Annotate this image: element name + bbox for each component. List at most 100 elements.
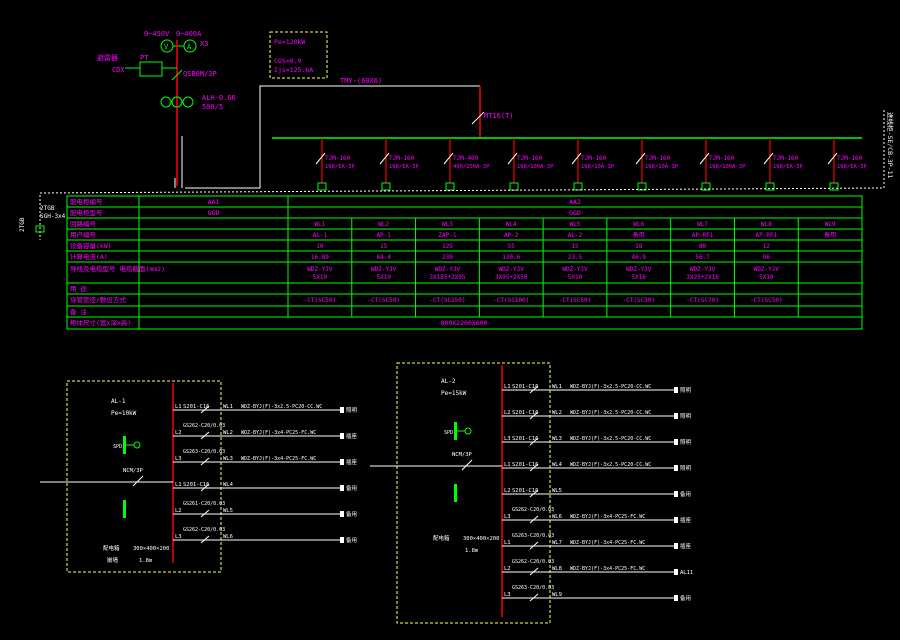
cable-model-3: WDZ-YJV <box>435 266 461 273</box>
panel-b-circuit-breaker-icon-7 <box>529 541 539 550</box>
panel-a-breaker-model-5: GS261-C20/0.03 <box>183 501 225 507</box>
panel-a-load-6: 备用 <box>346 536 357 544</box>
panel-b-circuit-number-4: WL4 <box>552 462 563 468</box>
breaker-model-2: TJM-160 <box>389 155 415 162</box>
panel-a-load-terminal-icon-5 <box>340 511 344 517</box>
ammeter-icon-glyph: A <box>187 43 192 51</box>
capacity-5: 15 <box>571 243 579 250</box>
feeder-terminal-icon-3 <box>445 182 455 191</box>
panel-b-phase-5: L2 <box>504 488 511 494</box>
user-number-6: 备用 <box>633 231 645 239</box>
breaker-rating-6: 160/10A-3P <box>645 164 679 170</box>
panel-a-cable-spec-3: WDZ-BYJ(F)-3x4-PC25-FC.WC <box>241 456 316 462</box>
cable-section-7: 3X25+2X16 <box>686 274 719 281</box>
cable-model-5: WDZ-YJV <box>562 266 588 273</box>
panel-b-breaker-model-9: GS263-C20/0.03 <box>512 585 554 591</box>
panel-a-load-terminal-icon-3 <box>340 459 344 465</box>
panel-b-circuit-number-2: WL2 <box>552 410 562 416</box>
panel-a-circuit-number-5: WL5 <box>223 508 233 514</box>
panel-b-phase-8: L2 <box>504 566 511 572</box>
panel-b-circuit-breaker-icon-9 <box>529 593 539 602</box>
panel-a-load-terminal-icon-2 <box>340 433 344 439</box>
panel-a-breaker-model-3: GS263-C20/0.03 <box>183 449 225 455</box>
panel-b-footer-size: 300×400×200 <box>463 536 499 542</box>
table-row-label-10: 备 注 <box>70 307 87 316</box>
feeder-breaker-blade-icon-9 <box>827 152 838 165</box>
panel-a-phase-2: L2 <box>175 430 182 436</box>
panel-a-circuit-number-6: WL6 <box>223 534 233 540</box>
panel-b-surge-tag: SPD <box>444 430 453 436</box>
feeder-breaker-blade-icon-4 <box>507 152 518 165</box>
panel-b-circuit-breaker-icon-6 <box>529 515 539 524</box>
conduit-6: -CT(SC50) <box>623 297 656 304</box>
panel-b-circuit-number-7: WL7 <box>552 540 562 546</box>
panel-b-phase-6: L3 <box>504 514 511 520</box>
feeder-terminal-icon-5 <box>573 182 583 191</box>
cabinet-size-value: 800X2200X600 <box>441 319 488 327</box>
feeder-terminal-icon-6 <box>637 182 647 191</box>
user-number-2: AP-1 <box>376 232 391 239</box>
panel-a-circuit-breaker-icon-4 <box>200 483 210 492</box>
capacity-3: 125 <box>442 243 453 250</box>
cable-section-3: 3X185+2X95 <box>429 274 466 281</box>
left-vertical-label-a: 2TGB <box>19 217 26 232</box>
power-calc-line-2: COS=0.9 <box>274 57 301 65</box>
arrester-label: 避雷器 <box>97 53 118 62</box>
panel-b-cable-spec-3: WDZ-BYJ(F)-3x2.5-PC20-CC.WC <box>570 436 651 442</box>
panel-b-main-breaker-label: NCM/3P <box>452 452 473 458</box>
circuit-number-4: WL4 <box>506 221 517 228</box>
cable-model-1: WDZ-YJV <box>307 266 333 273</box>
breaker-model-7: TJM-160 <box>709 155 735 162</box>
panel-a-circuit-number-3: WL3 <box>223 456 233 462</box>
panel-a-circuit-breaker-icon-1 <box>200 405 210 414</box>
panel-a-main-switch-icon <box>132 475 144 487</box>
incoming-section: 0~450V 0~400A X3 V A 避雷器 CDX PT QSB0M/3P… <box>97 30 862 189</box>
conduit-4: -CT(SC100) <box>493 297 529 304</box>
feeder-terminal-icon-7 <box>701 182 711 191</box>
panel-a-circuit-breaker-icon-6 <box>200 535 210 544</box>
feeder-breaker-blade-icon-3 <box>443 152 454 165</box>
feeder-terminal-icon-1 <box>317 182 327 191</box>
panel-a-circuit-breaker-icon-3 <box>200 457 210 466</box>
cable-section-5: 5X10 <box>568 274 583 281</box>
panel-a-indicator-icon <box>123 500 126 518</box>
panel-b-load-1: 照明 <box>680 387 692 394</box>
left-small-label-b: SGH-3x4 <box>40 213 66 220</box>
circuit-number-1: WL1 <box>314 221 325 228</box>
panel-b-phase-3: L3 <box>504 436 511 442</box>
circuit-number-8: WL8 <box>761 221 772 228</box>
outgoing-breakers: TJM-160160/6A-3PTJM-160160/6A-3PTJM-4004… <box>315 138 867 191</box>
conduit-5: -CT(SC50) <box>559 297 592 304</box>
user-number-3: ZAP-1 <box>438 232 456 239</box>
panel-b-cable-spec-4: WDZ-BYJ(F)-3x2.5-PC20-CC.WC <box>570 462 651 468</box>
panel-b-circuit-number-8: WL8 <box>552 566 562 572</box>
cabinet-model-aa1: GGD <box>208 209 220 217</box>
circuit-number-7: WL7 <box>697 221 708 228</box>
ct-model-label: ALH-0.66 <box>202 94 236 102</box>
panel-a-phase-1: L1 <box>175 404 182 410</box>
breaker-rating-1: 160/6A-3P <box>325 164 355 170</box>
table-row-label-7: 导线及电缆型号 电缆截面(mm2) <box>70 264 165 273</box>
panel-b-phase-9: L3 <box>504 592 511 598</box>
feeder-terminal-icon-4 <box>509 182 519 191</box>
panel-a-breaker-model-6: GS262-C20/0.03 <box>183 527 225 533</box>
panel-b-load-terminal-icon-6 <box>674 517 678 523</box>
distribution-table: 配电柜编号配电柜型号回路编号用户编号设备容量(kW)计算电流(A)导线及电缆型号… <box>66 195 863 330</box>
table-row-label-2: 配电柜型号 <box>70 208 103 217</box>
panel-b-breaker-model-1: S201-C16 <box>512 384 539 390</box>
breaker-model-6: TJM-160 <box>645 155 671 162</box>
panel-b-phase-7: L1 <box>504 540 511 546</box>
voltmeter-icon-glyph: V <box>164 43 169 51</box>
conduit-1: -CT(SC50) <box>304 297 337 304</box>
panel-a-footer-mount: 嵌墙 <box>107 556 119 564</box>
panel-a-main-breaker-label: NCM/3P <box>123 468 144 474</box>
circuit-number-3: WL3 <box>442 221 453 228</box>
panel-a-load-terminal-icon-4 <box>340 485 344 491</box>
panel-a-load-3: 插座 <box>346 458 358 466</box>
panel-b-load-7: 插座 <box>680 542 692 550</box>
panel-b-cable-spec-7: WDZ-BYJ(F)-3x4-PC25-FC.WC <box>570 540 645 546</box>
feeder-breaker-blade-icon-8 <box>763 152 774 165</box>
ct-icon-1 <box>160 96 172 108</box>
panel-b-main-switch-icon <box>461 459 473 471</box>
